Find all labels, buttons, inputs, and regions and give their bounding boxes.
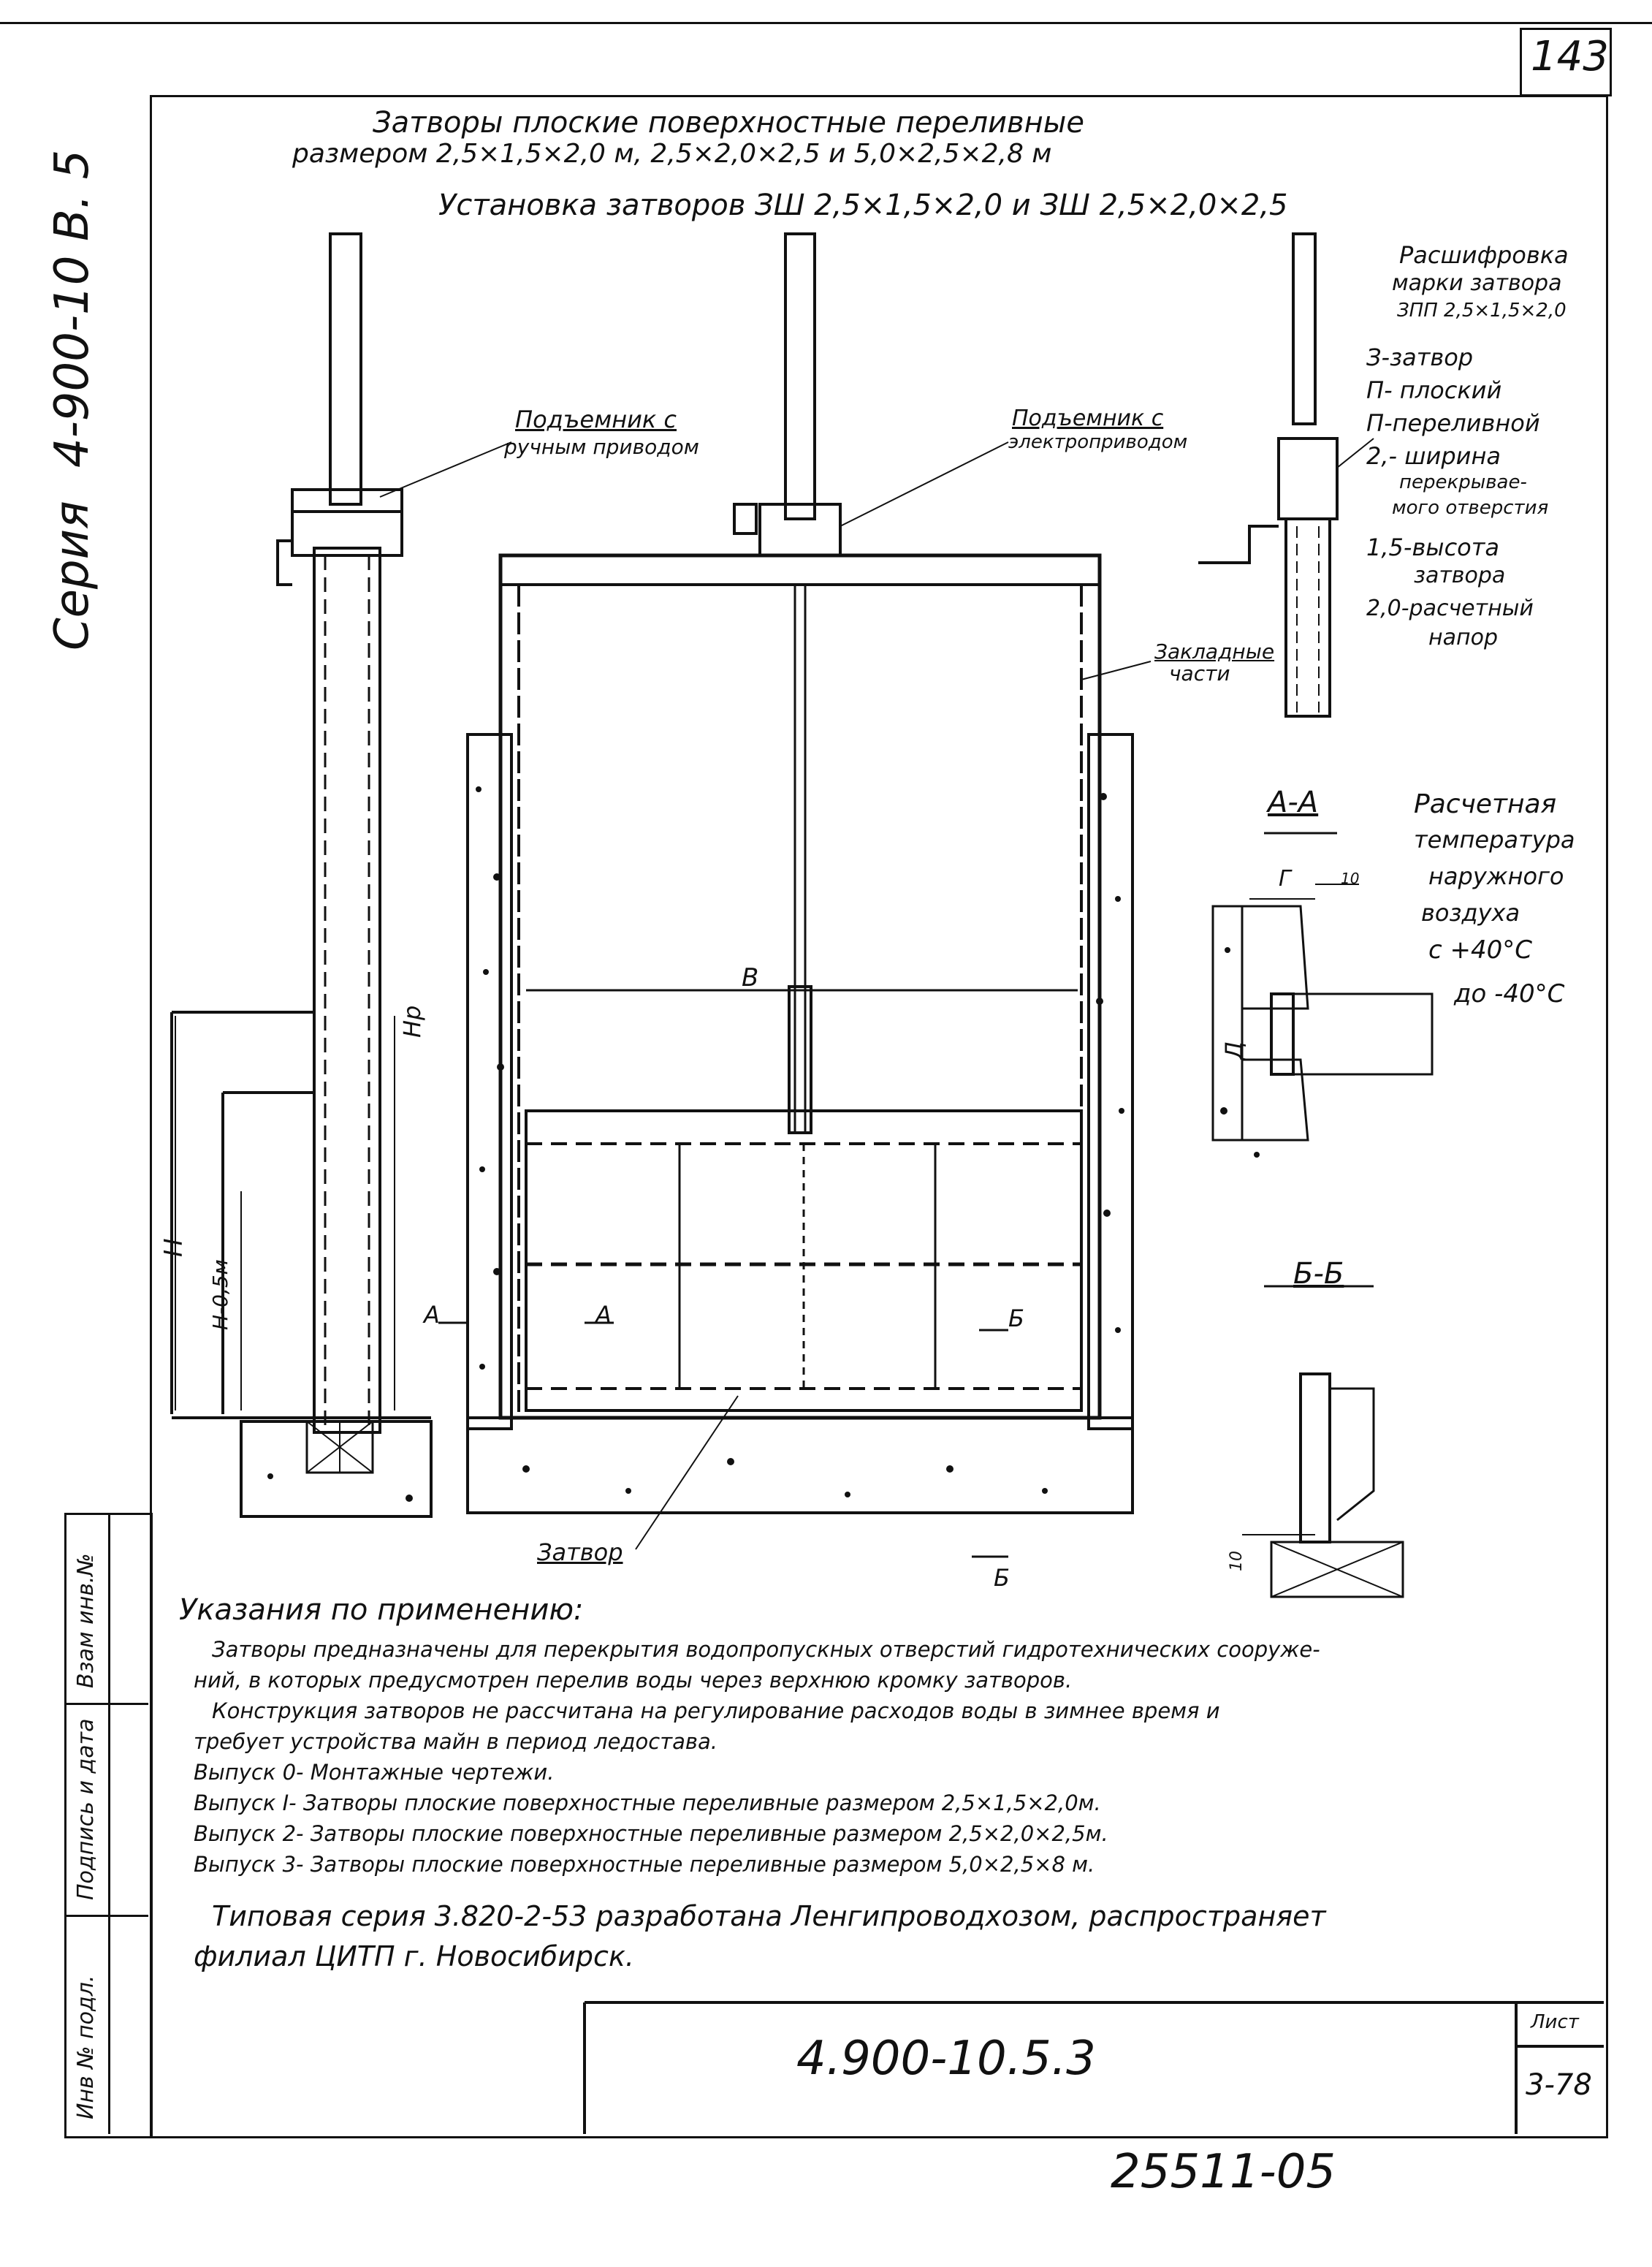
drawing-frame (150, 95, 1608, 2138)
center-stem (784, 232, 816, 520)
callout-embedded-2: части (1169, 661, 1230, 686)
left-column (313, 547, 381, 1434)
temp-4: воздуха (1421, 899, 1520, 927)
dim-H05: Н-0,5м (208, 1259, 232, 1330)
callout-electric-lift-2: электроприводом (1008, 431, 1188, 453)
left-stem (329, 232, 362, 506)
section-mark-B: Б (1008, 1305, 1024, 1332)
right-wall (1087, 733, 1134, 1430)
notes-p2a: Конструкция затворов не рассчитана на ре… (212, 1698, 1220, 1723)
section-bb-title: Б-Б (1293, 1257, 1344, 1291)
title-line-3: Установка затворов ЗШ 2,5×1,5×2,0 и ЗШ 2… (438, 189, 1288, 222)
notes-heading: Указания по применению: (179, 1593, 584, 1627)
left-stamp-rule-1 (64, 1703, 148, 1705)
legend-l5a: 1,5-высота (1366, 533, 1499, 561)
callout-embedded-1: Закладные (1154, 639, 1275, 664)
legend-heading-1: Расшифровка (1399, 241, 1569, 269)
dim-Hp: Нр (398, 1005, 426, 1038)
section-mark-A-right: А (595, 1301, 612, 1329)
legend-heading-2: марки затвора (1392, 270, 1562, 296)
legend-l3: П-переливной (1366, 409, 1540, 437)
legend-l4a: 2,- ширина (1366, 442, 1501, 470)
temp-3: наружного (1428, 862, 1564, 890)
legend-l5b: затвора (1414, 563, 1506, 588)
callout-electric-lift-1: Подъемник с (1012, 406, 1164, 431)
callout-manual-lift-2: ручным приводом (504, 435, 699, 459)
section-mark-A-left: А (424, 1301, 440, 1329)
notes-p1a: Затворы предназначены для перекрытия вод… (212, 1637, 1320, 1662)
legend-l1: З-затвор (1366, 343, 1474, 371)
stamp-code: 4.900-10.5.3 (796, 2032, 1096, 2086)
left-stamp-divider (108, 1513, 110, 2134)
legend-l6a: 2,0-расчетный (1366, 596, 1534, 621)
page-number: 143 (1531, 33, 1609, 80)
callout-gate: Затвор (537, 1538, 623, 1566)
right-column (1284, 517, 1331, 718)
bb-base-hatch (1270, 1541, 1404, 1598)
left-wall (466, 733, 513, 1430)
center-lift-head (758, 503, 842, 557)
notes-v1: Выпуск I- Затворы плоские поверхностные … (194, 1791, 1101, 1815)
left-stamp-rule-2 (64, 1915, 148, 1917)
temp-6: до -40°С (1454, 979, 1565, 1009)
temp-5: с +40°С (1428, 935, 1532, 965)
dim-ten-top: 10 (1341, 870, 1360, 887)
dim-ten-bottom: 10 (1227, 1551, 1246, 1571)
right-stem (1292, 232, 1317, 425)
notes-v0: Выпуск 0- Монтажные чертежи. (194, 1760, 555, 1785)
section-aa-title: А-А (1268, 786, 1319, 819)
callout-manual-lift-1: Подъемник с (515, 406, 677, 433)
dim-B: В (742, 963, 759, 992)
legend-l6b: напор (1428, 625, 1499, 650)
stamp-sheet-number: 3-78 (1526, 2068, 1592, 2102)
temp-2: температура (1414, 826, 1575, 854)
legend-l4c: мого отверстия (1392, 497, 1549, 519)
left-lift-head (291, 488, 403, 557)
notes-series-1: Типовая серия 3.820-2-53 разработана Лен… (212, 1900, 1326, 1932)
legend-l4b: перекрывае- (1399, 471, 1527, 493)
notes-p1b: ний, в которых предусмотрен перелив воды… (194, 1668, 1073, 1693)
page-number-box (1520, 28, 1612, 96)
notes-series-2: филиал ЦИТП г. Новосибирск. (194, 1940, 634, 1972)
title-line-2: размером 2,5×1,5×2,0 м, 2,5×2,0×2,5 и 5,… (292, 139, 1052, 169)
dim-D: Д (1220, 1041, 1248, 1060)
dim-G: Г (1279, 866, 1291, 892)
dim-H: Н (159, 1238, 189, 1257)
top-rule (0, 22, 1652, 24)
legend-l2: П- плоский (1366, 376, 1502, 404)
notes-p2b: требует устройства майн в период ледоста… (194, 1729, 717, 1754)
bottom-handwritten-number: 25511-05 (1111, 2145, 1336, 2199)
gate-leaf (525, 1109, 1083, 1412)
section-mark-B-bottom: Б (994, 1564, 1010, 1592)
notes-v3: Выпуск 3- Затворы плоские поверхностные … (194, 1852, 1095, 1877)
stamp-sheet-label: Лист (1531, 2011, 1579, 2033)
notes-v2: Выпуск 2- Затворы плоские поверхностные … (194, 1821, 1108, 1846)
bottom-slab (466, 1416, 1134, 1514)
temp-1: Расчетная (1414, 789, 1557, 819)
title-line-1: Затворы плоские поверхностные переливные (373, 106, 1084, 140)
legend-mark: ЗПП 2,5×1,5×2,0 (1397, 300, 1567, 322)
